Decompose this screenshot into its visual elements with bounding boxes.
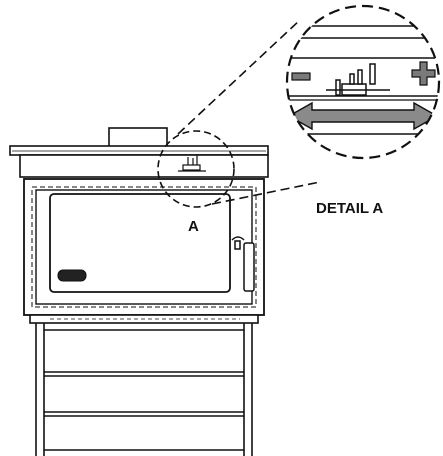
pedestal: [35, 323, 253, 456]
detail-circle: [285, 4, 441, 160]
detail-a: [285, 4, 441, 160]
callout-circle-small: [157, 130, 235, 208]
detail-label: DETAIL A: [316, 200, 383, 217]
top-plate: [9, 145, 269, 156]
plus-icon: [411, 61, 436, 86]
damper-lever-small: [178, 155, 206, 172]
door-frame-outer: [23, 178, 265, 316]
door-glass: [49, 193, 231, 293]
logo-badge: [57, 269, 87, 282]
minus-icon: [291, 72, 311, 81]
callout-line-lower: [211, 181, 321, 205]
callout-line-upper: [177, 19, 301, 135]
stove: [9, 127, 269, 456]
door-gasket: [31, 186, 257, 308]
door-handle-icon: [231, 236, 255, 292]
callout-label: A: [188, 218, 199, 235]
callout: [157, 19, 321, 208]
upper-band: [19, 154, 269, 178]
damper-lever-detail: [326, 63, 390, 96]
